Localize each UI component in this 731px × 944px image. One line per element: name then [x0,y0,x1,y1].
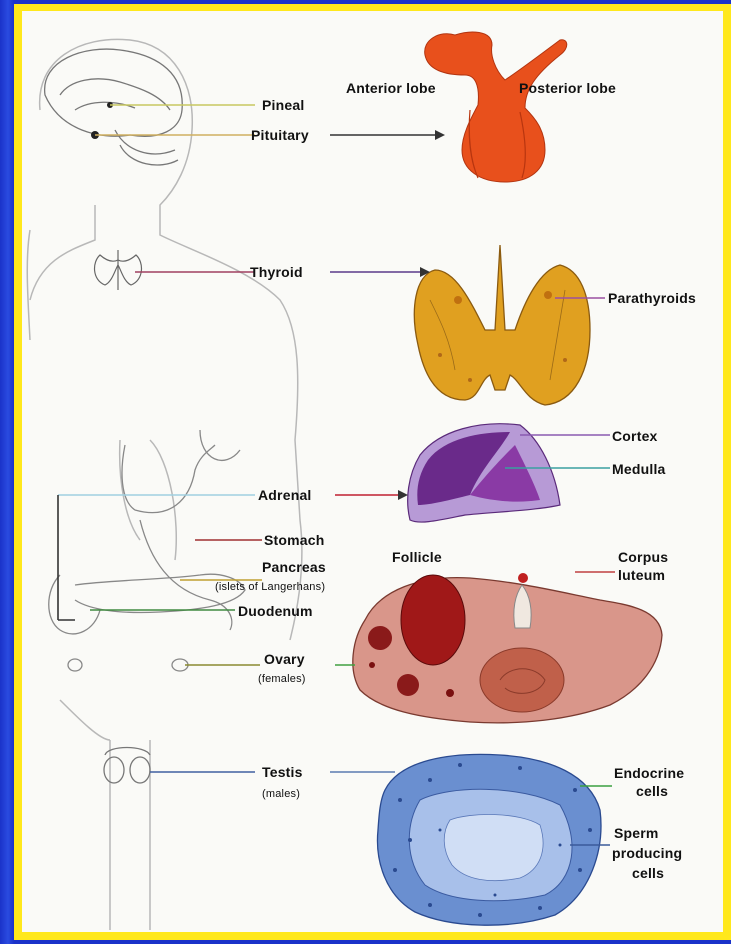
label-ovary-sub: (females) [258,673,306,685]
label-duodenum: Duodenum [238,603,313,619]
label-corpus-1: Corpus [618,549,668,565]
pituitary-gland [425,32,567,182]
adrenal-gland [408,424,560,522]
label-sperm-1: Sperm [614,825,659,841]
label-thyroid: Thyroid [250,264,303,280]
label-ovary: Ovary [264,651,305,667]
testis-organ [377,754,600,925]
label-sperm-3: cells [632,865,664,881]
endocrine-diagram: Pineal Pituitary Anterior lobe Posterior… [22,11,723,932]
ovary-organ [353,573,662,723]
label-pituitary: Pituitary [251,127,309,143]
label-testis-sub: (males) [262,788,300,800]
label-sperm-2: producing [612,845,682,861]
label-endocrine-1: Endocrine [614,765,684,781]
brain-sketch [45,49,183,165]
label-medulla: Medulla [612,461,666,477]
thyroid-sketch [95,250,142,290]
label-testis: Testis [262,764,303,780]
label-posterior-lobe: Posterior lobe [519,80,616,96]
label-corpus-2: luteum [618,567,665,583]
label-adrenal: Adrenal [258,487,312,503]
label-pancreas-sub: (islets of Langerhans) [215,581,325,593]
label-pancreas: Pancreas [262,559,326,575]
testes-sketch [104,748,150,784]
body-outline [27,39,302,930]
diagram-panel: Pineal Pituitary Anterior lobe Posterior… [22,11,723,932]
thyroid-gland [414,245,590,405]
label-follicle: Follicle [392,549,442,565]
label-anterior-lobe: Anterior lobe [346,80,436,96]
label-stomach: Stomach [264,532,325,548]
abdomen-sketch [49,430,245,671]
label-parathyroids: Parathyroids [608,290,696,306]
label-cortex: Cortex [612,428,658,444]
label-endocrine-2: cells [636,783,668,799]
label-pineal: Pineal [262,97,304,113]
